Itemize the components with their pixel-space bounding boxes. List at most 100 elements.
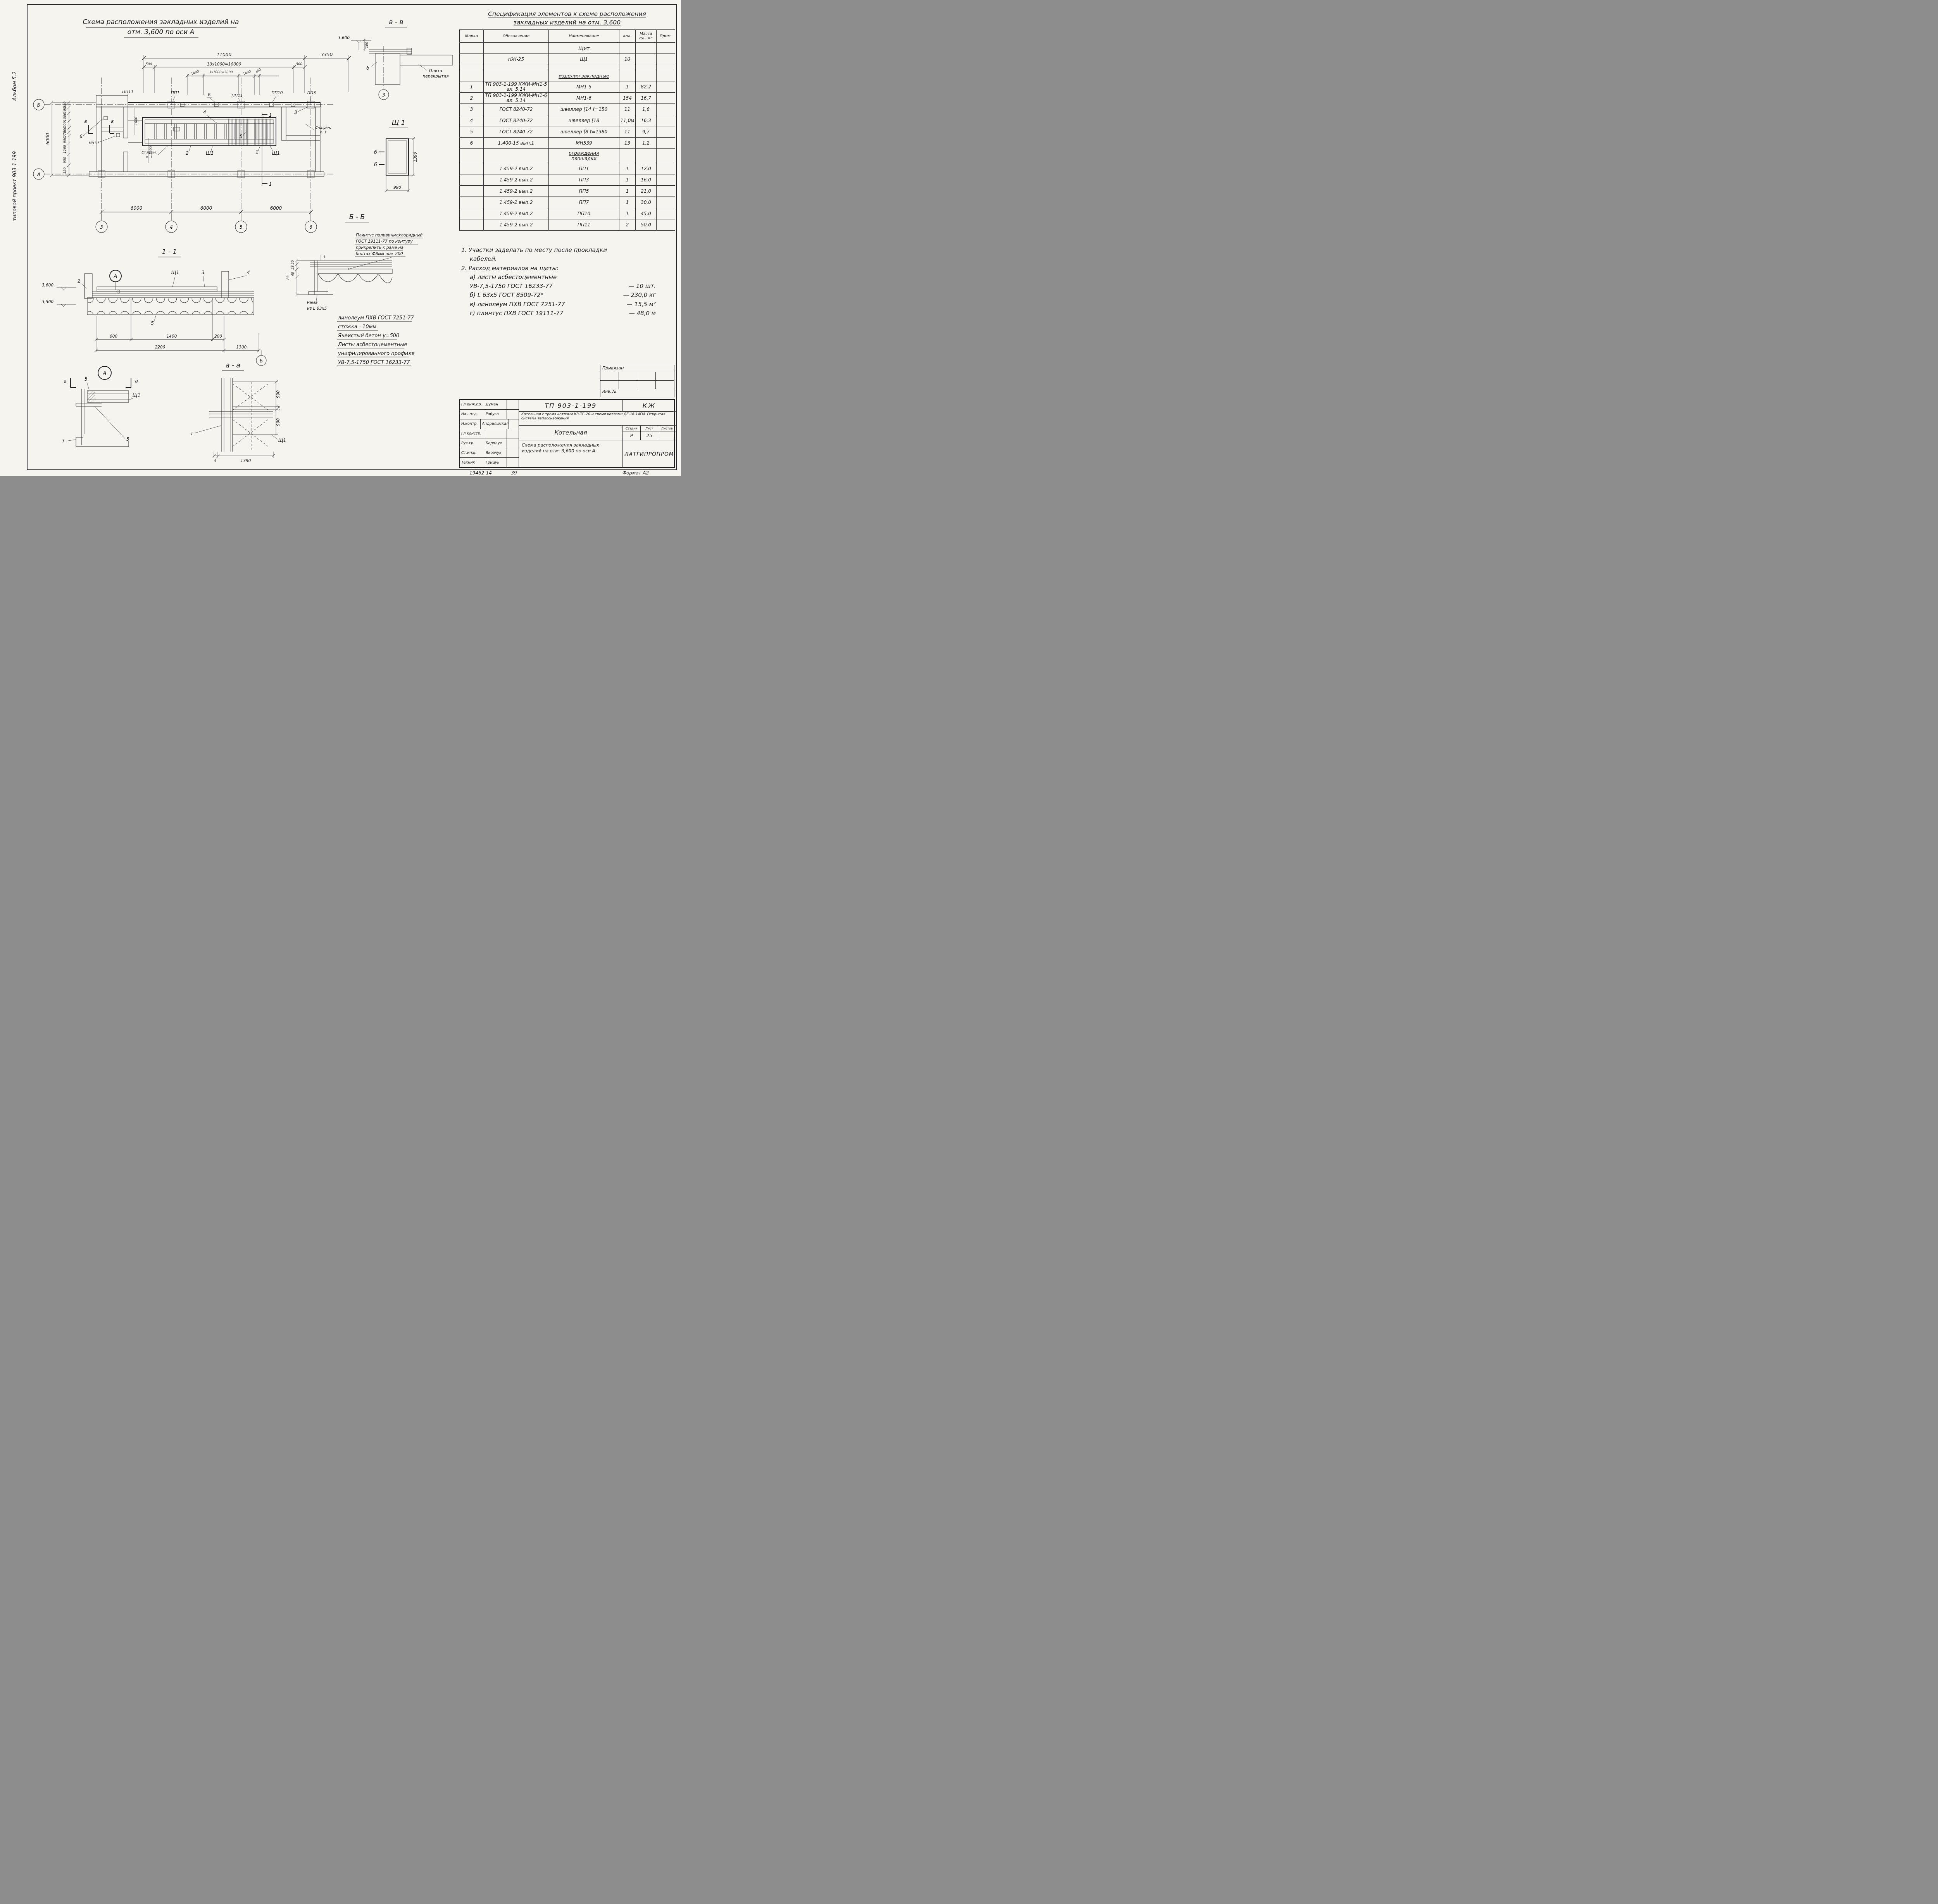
item-label-5: 5 bbox=[151, 321, 154, 326]
staff-row: Ст.инж. Яковчук bbox=[460, 448, 519, 458]
note-line: кабелей. bbox=[470, 255, 497, 263]
dim-label: 500 bbox=[146, 62, 152, 66]
spec-row: 6 1.400-15 вып.1 МН539 13 1,2 bbox=[459, 137, 675, 149]
sheet-value: 25 bbox=[641, 431, 659, 440]
plan-top-dims: 11000 3350 500 10х1000=10000 500 1400 3х… bbox=[141, 52, 351, 95]
staff-name bbox=[484, 429, 507, 438]
spec-cell: 11 bbox=[619, 103, 636, 116]
item-label-6: 6 bbox=[79, 134, 83, 139]
spec-cell: ГОСТ 8240-72 bbox=[483, 115, 549, 127]
panel-label: Щ1 bbox=[171, 270, 179, 275]
dim-label: 1390 bbox=[241, 459, 251, 463]
staff-role: Ст.инж. bbox=[460, 448, 484, 458]
spec-cell: ГОСТ 8240-72 bbox=[483, 103, 549, 116]
specification: Спецификация элементов к схеме расположе… bbox=[459, 10, 675, 231]
axis-circles: 3 4 5 6 Б А bbox=[33, 99, 317, 233]
spec-row: 1.459-2 вып.2 ПП3 1 16,0 bbox=[459, 174, 675, 186]
spec-row: 2 ТП 903-1-199 КЖИ-МН1-6 ал. 5.14 МН1-6 … bbox=[459, 92, 675, 104]
see-note-label: п. 1 bbox=[320, 131, 326, 135]
staff-role: Гл.констр. bbox=[460, 429, 484, 438]
axis-label: 3 bbox=[382, 92, 385, 98]
dim-label: 6000 bbox=[200, 205, 212, 211]
spec-cell: 1.459-2 вып.2 bbox=[483, 163, 549, 175]
right-walls: См.прим. п. 1 bbox=[281, 107, 331, 172]
staff-name: Яковчук bbox=[484, 448, 507, 458]
project-description: Котельная с тремя котлами КВ-ТС-20 и тре… bbox=[519, 412, 676, 426]
cut-mark-b: б bbox=[374, 150, 377, 155]
section-vv: в - в 3,600 100 б Плита перекрытия 3 bbox=[338, 18, 453, 100]
spec-row: 1.459-2 вып.2 ПП10 1 45,0 bbox=[459, 208, 675, 220]
margin-project-label: типовой проект 903-1-199 bbox=[12, 151, 18, 221]
staff-role: Нач.отд. bbox=[460, 409, 484, 419]
spec-cell: 16,0 bbox=[635, 174, 657, 186]
item-label-5: 5 bbox=[240, 134, 243, 139]
spec-title-line2: закладных изделий на отм. 3,600 bbox=[513, 19, 621, 26]
cut-mark-b: б bbox=[374, 162, 377, 167]
dim-label: 3х1000=3000 bbox=[209, 71, 233, 74]
spec-cell: 16,7 bbox=[635, 92, 657, 104]
staff-role: Гл.инж.пр. bbox=[460, 400, 484, 409]
embedded-plate-labels: ПП11 ПП1 Б ПП11 ПП10 ПП3 3 bbox=[122, 90, 316, 115]
spec-row: 5 ГОСТ 8240-72 швеллер [8 ℓ=1380 11 9,7 bbox=[459, 126, 675, 138]
item-label-5: 5 bbox=[126, 436, 129, 442]
plate-label-pp10: ПП10 bbox=[271, 91, 283, 95]
note-item-qty: — 15,5 м² bbox=[626, 300, 656, 308]
spec-cell: МН1-6 bbox=[548, 92, 619, 104]
spec-cell: 1.459-2 вып.2 bbox=[483, 174, 549, 186]
axis-label-a: А bbox=[37, 172, 40, 177]
spec-cell: 3 bbox=[459, 103, 484, 116]
drawing-title: Схема расположения закладных изделий на … bbox=[519, 440, 623, 468]
panel-label: Щ1 bbox=[133, 393, 141, 398]
spec-section-label: ограждения площадки bbox=[569, 150, 599, 162]
note-line: а) листы асбестоцементные bbox=[470, 273, 557, 281]
spec-cell: 1 bbox=[619, 163, 636, 175]
spec-row: 1.459-2 вып.2 ПП7 1 30,0 bbox=[459, 197, 675, 209]
wall-axis-b bbox=[96, 95, 321, 109]
detail-a: А а а Щ1 5 1 5 bbox=[62, 366, 140, 447]
staff-name: Думан bbox=[484, 400, 507, 409]
dim-label: 11000 bbox=[217, 52, 232, 57]
staff-name: Андрияшская bbox=[481, 419, 509, 429]
see-note-label: Ст.прим. bbox=[141, 151, 157, 155]
stage-value: Р bbox=[623, 431, 641, 440]
dim-label: 6000 bbox=[45, 133, 50, 145]
detail-title-a: А bbox=[103, 371, 107, 376]
section-title: а - а bbox=[226, 362, 240, 369]
staff-role: Техник bbox=[460, 458, 484, 467]
plate-label-pp11: ПП11 bbox=[122, 90, 133, 94]
spec-cell: 1.459-2 вып.2 bbox=[483, 208, 549, 220]
staff-row: Рук.гр. Бородук bbox=[460, 438, 519, 448]
cut-mark-1: 1 bbox=[269, 181, 272, 187]
cut-mark-v: в bbox=[84, 119, 87, 124]
margin-album-label: Альбом 5.2 bbox=[12, 71, 18, 101]
footer-format: Формат А2 bbox=[622, 470, 649, 476]
panel-label: Щ1 bbox=[272, 150, 280, 156]
spec-cell: Щ1 bbox=[548, 53, 619, 66]
dim-label: 900 bbox=[63, 121, 67, 128]
note-item-qty: — 48,0 м bbox=[629, 309, 656, 317]
spec-section-row: ограждения площадки bbox=[459, 148, 675, 164]
dim-label: 3350 bbox=[321, 52, 333, 57]
spec-cell: КЖ-25 bbox=[483, 53, 549, 66]
dim-label: 100 bbox=[63, 107, 67, 113]
spec-cell: ПП11 bbox=[548, 219, 619, 231]
dim-label: 1680 bbox=[134, 117, 138, 125]
dim-label: 6000 bbox=[270, 205, 282, 211]
note-line: болтах Ф8мм шаг 200 bbox=[356, 252, 403, 256]
dim-label: 83 bbox=[286, 276, 290, 280]
see-note-label: п. 1 bbox=[146, 155, 152, 159]
note-item: г) плинтус ПХВ ГОСТ 19111-77 — 48,0 м bbox=[461, 309, 656, 318]
margin-notes: типовой проект 903-1-199 Альбом 5.2 bbox=[12, 71, 18, 221]
spec-cell: 6 bbox=[459, 137, 484, 149]
note-item-text: УВ-7,5-1750 ГОСТ 16233-77 bbox=[470, 283, 553, 290]
note-item-text: г) плинтус ПХВ ГОСТ 19111-77 bbox=[470, 309, 564, 317]
spec-cell: швеллер [8 ℓ=1380 bbox=[548, 126, 619, 138]
staff-signature bbox=[507, 458, 519, 467]
dim-label: 500 bbox=[296, 62, 302, 66]
cut-mark-a: а bbox=[64, 378, 66, 384]
spec-section-row: Щит bbox=[459, 42, 675, 54]
axis-label-b: Б bbox=[37, 102, 40, 108]
elevation-label: 3,600 bbox=[338, 36, 350, 40]
spec-cell: ПП7 bbox=[548, 197, 619, 209]
staff-signature bbox=[507, 410, 519, 419]
